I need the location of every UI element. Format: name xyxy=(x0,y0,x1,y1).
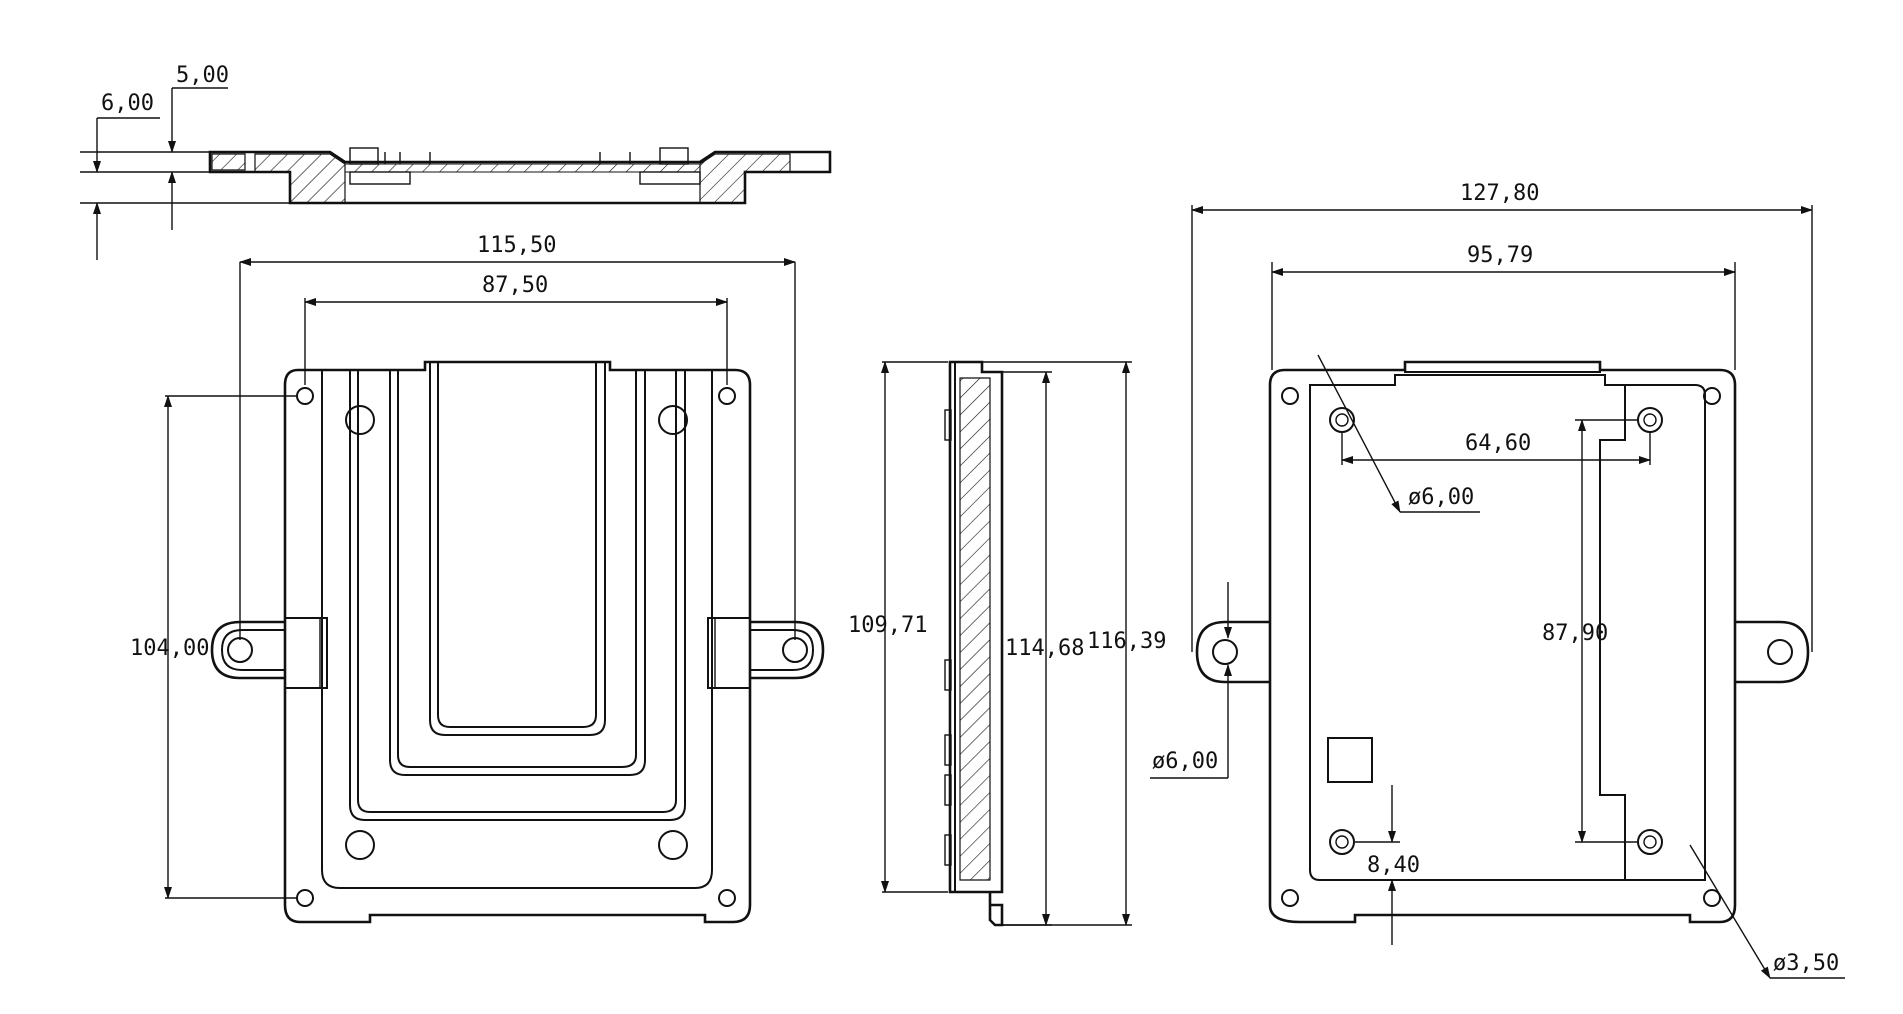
dim-side-height-a: 109,71 xyxy=(848,613,927,638)
dim-ear-hole-diameter: ø6,00 xyxy=(1152,749,1218,774)
dim-back-bottom-offset: 8,40 xyxy=(1367,853,1420,878)
dim-back-hole-vertical: 87,90 xyxy=(1542,621,1608,646)
dim-back-hole-diameter: ø6,00 xyxy=(1408,485,1474,510)
dim-top-overall: 6,00 xyxy=(101,91,154,116)
side-view: 109,71 114,68 116,39 xyxy=(848,360,1166,927)
dim-side-height-b: 114,68 xyxy=(1005,636,1084,661)
dim-back-overall-width: 127,80 xyxy=(1460,181,1539,206)
back-view: 127,80 95,79 64,60 87,90 ø6,00 ø6,00 8,4… xyxy=(1150,181,1845,979)
dim-top-step: 5,00 xyxy=(176,63,229,88)
dim-front-inner-width: 87,50 xyxy=(482,273,548,298)
dim-front-overall-width: 115,50 xyxy=(477,233,556,258)
dim-back-inner-width: 95,79 xyxy=(1467,243,1533,268)
dim-back-hole-horizontal: 64,60 xyxy=(1465,431,1531,456)
front-view: 115,50 87,50 104,00 xyxy=(130,233,825,924)
section-view: 6,00 5,00 xyxy=(80,63,832,260)
dim-side-height-c: 116,39 xyxy=(1087,629,1166,654)
dim-front-hole-vertical: 104,00 xyxy=(130,636,209,661)
dim-corner-hole-diameter: ø3,50 xyxy=(1773,951,1839,976)
